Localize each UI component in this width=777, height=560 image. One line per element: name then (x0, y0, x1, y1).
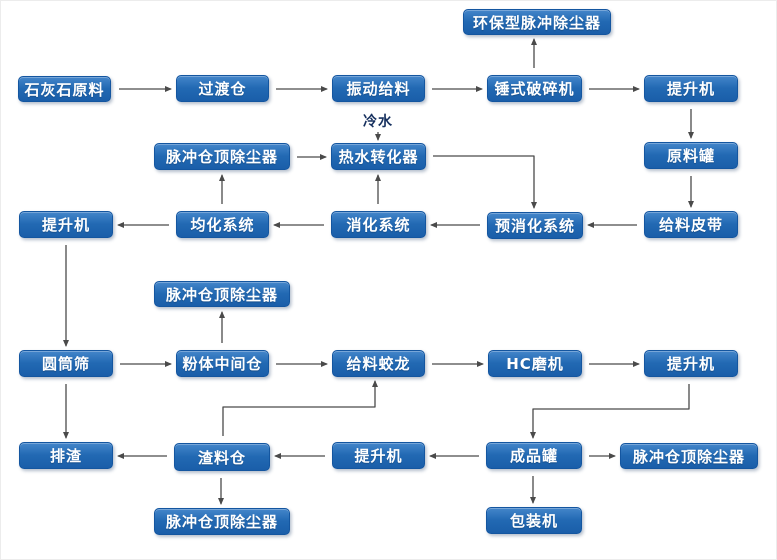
node-raw-material-tank: 原料罐 (644, 142, 738, 169)
node-silo-top-pulse-dust-collector-4: 脉冲仓顶除尘器 (154, 508, 290, 535)
edge-hoist-3--finished-product-tank (530, 384, 690, 439)
node-packing-machine: 包装机 (486, 507, 582, 534)
node-pre-digestion-system: 预消化系统 (487, 212, 583, 239)
node-slag-discharge: 排渣 (19, 442, 113, 469)
node-eco-pulse-dust-collector: 环保型脉冲除尘器 (463, 9, 611, 35)
node-finished-product-tank: 成品罐 (486, 442, 582, 469)
node-hoist-2: 提升机 (19, 211, 113, 238)
node-vibration-feeder: 振动给料 (332, 75, 425, 102)
node-homogenization-system: 均化系统 (176, 211, 269, 238)
node-hot-water-converter: 热水转化器 (331, 143, 426, 170)
node-powder-intermediate-bin: 粉体中间仓 (176, 350, 269, 377)
edge-slag-bin--feeding-auger (222, 380, 378, 436)
node-slag-bin: 渣料仓 (174, 443, 270, 471)
node-hc-mill: HC磨机 (488, 350, 582, 377)
cold-water-label: 冷水 (363, 114, 393, 130)
node-hoist-3: 提升机 (644, 350, 738, 377)
node-hammer-crusher: 锤式破碎机 (487, 75, 582, 102)
node-digestion-system: 消化系统 (331, 211, 426, 238)
node-hoist-4: 提升机 (332, 442, 425, 469)
node-limestone-raw-material: 石灰石原料 (18, 76, 111, 102)
node-silo-top-pulse-dust-collector-3: 脉冲仓顶除尘器 (620, 443, 758, 469)
node-transition-bin: 过渡仓 (176, 75, 269, 102)
node-drum-screen: 圆筒筛 (19, 350, 113, 377)
node-hoist-1: 提升机 (644, 75, 738, 102)
edge-hot-water-converter--pre-digestion-system (433, 155, 537, 209)
node-feeding-belt: 给料皮带 (644, 211, 738, 238)
node-feeding-auger: 给料蛟龙 (332, 350, 425, 377)
node-silo-top-pulse-dust-collector-1: 脉冲仓顶除尘器 (154, 143, 290, 170)
node-silo-top-pulse-dust-collector-2: 脉冲仓顶除尘器 (154, 281, 290, 307)
